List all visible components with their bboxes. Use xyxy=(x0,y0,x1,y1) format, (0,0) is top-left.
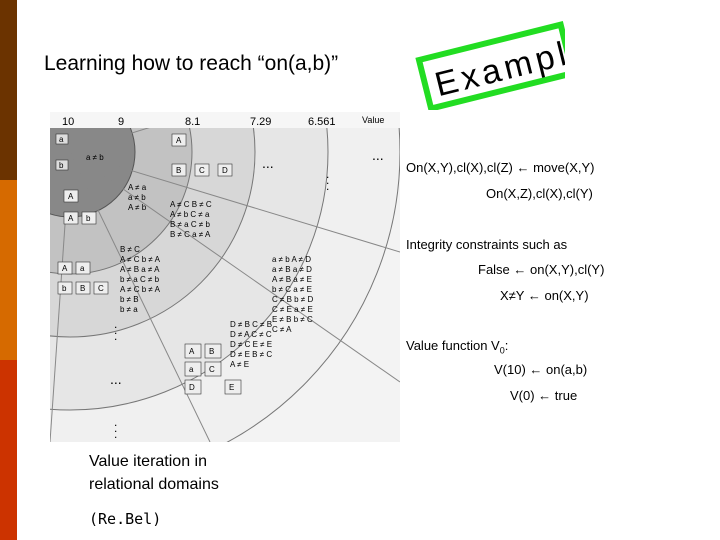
svg-text:A: A xyxy=(176,136,182,145)
example-badge: Example xyxy=(415,21,565,110)
svg-text:D: D xyxy=(189,383,195,392)
svg-text:D ≠ A C ≠ C: D ≠ A C ≠ C xyxy=(230,330,272,339)
svg-text:D ≠ C E ≠ E: D ≠ C E ≠ E xyxy=(230,340,272,349)
svg-text:D ≠ E B ≠ C: D ≠ E B ≠ C xyxy=(230,350,272,359)
svg-text:A ≠ B a ≠ E: A ≠ B a ≠ E xyxy=(272,275,312,284)
svg-text:B: B xyxy=(80,284,85,293)
move-rule-line1: On(X,Y),cl(X),cl(Z) ← move(X,Y) xyxy=(406,160,595,175)
value-label-6561: 6.561 xyxy=(308,116,336,128)
svg-text:a: a xyxy=(80,264,85,273)
integrity-constraint-1: False ← on(X,Y),cl(Y) xyxy=(478,262,605,277)
svg-text:A: A xyxy=(68,214,74,223)
svg-text:.: . xyxy=(326,179,329,193)
svg-text:a ≠ b: a ≠ b xyxy=(128,193,146,202)
value-label-9: 9 xyxy=(118,116,124,128)
svg-text:a ≠ b A ≠ D: a ≠ b A ≠ D xyxy=(272,255,311,264)
svg-text:C: C xyxy=(209,365,215,374)
svg-text:a ≠ B a ≠ D: a ≠ B a ≠ D xyxy=(272,265,312,274)
svg-text:b: b xyxy=(86,214,91,223)
move-rule-line2: On(X,Z),cl(X),cl(Y) xyxy=(486,186,593,201)
svg-text:a: a xyxy=(189,365,194,374)
svg-text:A: A xyxy=(68,192,74,201)
ellipsis-ring-6561: ... xyxy=(372,147,384,163)
svg-text:.: . xyxy=(326,173,329,187)
svg-text:C ≠ E a ≠ E: C ≠ E a ≠ E xyxy=(272,305,313,314)
ellipsis-ring-729: ... xyxy=(262,155,274,171)
value-caption: Value xyxy=(362,115,384,125)
svg-text:A ≠ E: A ≠ E xyxy=(230,360,249,369)
svg-text:b ≠ B: b ≠ B xyxy=(120,295,139,304)
svg-text:A ≠ B a ≠ A: A ≠ B a ≠ A xyxy=(120,265,160,274)
svg-text:B ≠ C: B ≠ C xyxy=(120,245,140,254)
svg-text:A ≠ b C ≠ a: A ≠ b C ≠ a xyxy=(170,210,210,219)
value-label-10: 10 xyxy=(62,116,74,128)
caption-line-1: Value iteration in xyxy=(89,453,207,470)
sidebar-segment-red xyxy=(0,360,17,540)
integrity-constraint-2: X≠Y ← on(X,Y) xyxy=(500,288,589,303)
svg-text:.: . xyxy=(114,415,117,429)
svg-text:B: B xyxy=(209,347,214,356)
svg-text:.: . xyxy=(326,167,329,181)
svg-text:A ≠ C b ≠ A: A ≠ C b ≠ A xyxy=(120,285,161,294)
badge-frame xyxy=(415,21,565,110)
sidebar-segment-orange xyxy=(0,180,17,360)
svg-text:A ≠ C b ≠ A: A ≠ C b ≠ A xyxy=(120,255,161,264)
value-label-729: 7.29 xyxy=(250,116,271,128)
svg-text:a ≠ b: a ≠ b xyxy=(86,153,104,162)
svg-text:C: C xyxy=(98,284,104,293)
svg-text:b ≠ C a ≠ E: b ≠ C a ≠ E xyxy=(272,285,312,294)
sidebar-stripe xyxy=(0,0,17,540)
value-label-81: 8.1 xyxy=(185,116,200,128)
value-function-heading: Value function V0: xyxy=(406,338,509,356)
svg-text:B ≠ C a ≠ A: B ≠ C a ≠ A xyxy=(170,230,211,239)
svg-text:.: . xyxy=(114,427,117,441)
svg-text:a: a xyxy=(59,135,64,144)
svg-text:C ≠ A: C ≠ A xyxy=(272,325,292,334)
svg-text:C ≠ B b ≠ D: C ≠ B b ≠ D xyxy=(272,295,313,304)
svg-text:b: b xyxy=(62,284,67,293)
svg-text:.: . xyxy=(114,317,117,331)
block-states: a b a ≠ b A B C D A ≠ a a ≠ b A ≠ b A A … xyxy=(55,133,313,395)
svg-text:B: B xyxy=(176,166,181,175)
svg-text:A ≠ a: A ≠ a xyxy=(128,183,147,192)
svg-text:.: . xyxy=(114,329,117,343)
svg-text:E: E xyxy=(229,383,234,392)
caption-line-3: (Re.Bel) xyxy=(89,510,162,528)
svg-text:b ≠ a C ≠ b: b ≠ a C ≠ b xyxy=(120,275,160,284)
svg-text:D ≠ B C ≠ B: D ≠ B C ≠ B xyxy=(230,320,272,329)
caption: Value iteration in relational domains (R… xyxy=(89,450,219,531)
svg-text:.: . xyxy=(114,421,117,435)
svg-text:D: D xyxy=(222,166,228,175)
svg-text:A ≠ C B ≠ C: A ≠ C B ≠ C xyxy=(170,200,212,209)
svg-text:A: A xyxy=(62,264,68,273)
value-rule-1: V(10) ← on(a,b) xyxy=(494,362,588,377)
svg-text:C: C xyxy=(199,166,205,175)
sidebar-segment-brown xyxy=(0,0,17,180)
integrity-heading: Integrity constraints such as xyxy=(406,237,568,252)
svg-text:A: A xyxy=(189,347,195,356)
svg-text:.: . xyxy=(114,323,117,337)
ellipsis-lower-left: ... xyxy=(110,371,122,387)
caption-line-2: relational domains xyxy=(89,476,219,493)
slide-title: Learning how to reach “on(a,b)” xyxy=(44,52,339,75)
svg-text:A ≠ b: A ≠ b xyxy=(128,203,147,212)
value-rule-2: V(0) ← true xyxy=(510,388,578,403)
svg-text:B ≠ a C ≠ b: B ≠ a C ≠ b xyxy=(170,220,210,229)
svg-text:E ≠ B b ≠ C: E ≠ B b ≠ C xyxy=(272,315,313,324)
svg-text:b ≠ a: b ≠ a xyxy=(120,305,138,314)
vertical-ellipsis-group: ... ... ... xyxy=(114,167,329,441)
svg-text:b: b xyxy=(59,161,64,170)
value-iteration-diagram: 10 9 8.1 7.29 6.561 Value a b a ≠ b A B … xyxy=(50,112,400,442)
